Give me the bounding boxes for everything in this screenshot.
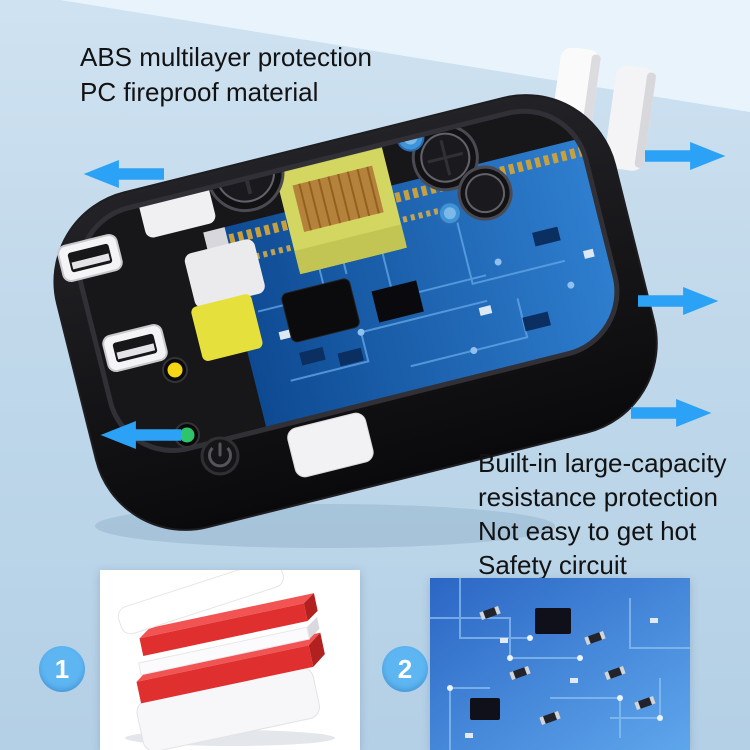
usb-port-top — [57, 233, 123, 283]
arrow-right-icon — [645, 139, 727, 173]
resistors — [479, 605, 656, 726]
step-badge-1: 1 — [39, 646, 85, 692]
feature-right-line1: Built-in large-capacity — [478, 448, 727, 478]
feature-right-line2: resistance protection — [478, 482, 718, 512]
feature-right-line4: Safety circuit — [478, 550, 627, 580]
power-button — [200, 436, 240, 476]
arrow-left-icon — [99, 418, 181, 452]
white-cable-connector — [287, 412, 374, 478]
usb-port-bottom — [102, 323, 168, 373]
black-component — [281, 278, 360, 343]
feature-text-right: Built-in large-capacity resistance prote… — [478, 446, 727, 582]
thumbnail-layered-shell — [100, 570, 360, 750]
gold-pin-row — [228, 146, 584, 245]
thumbnail-circuit-board — [430, 578, 690, 750]
shell-rim — [77, 108, 620, 453]
ic-chip — [371, 280, 424, 323]
feature-top-line1: ABS multilayer protection — [80, 42, 372, 72]
charger-cutaway-photo — [53, 48, 658, 548]
step-badge-2: 2 — [382, 646, 428, 692]
arrow-left-icon — [82, 157, 164, 191]
arrow-right-icon — [638, 284, 720, 318]
feature-right-line3: Not easy to get hot — [478, 516, 697, 546]
feature-top-line2: PC fireproof material — [80, 77, 319, 107]
yellow-capacitor — [191, 294, 263, 361]
led-yellow — [162, 357, 188, 383]
arrow-right-icon — [631, 396, 713, 430]
feature-text-top: ABS multilayer protection PC fireproof m… — [80, 40, 372, 110]
